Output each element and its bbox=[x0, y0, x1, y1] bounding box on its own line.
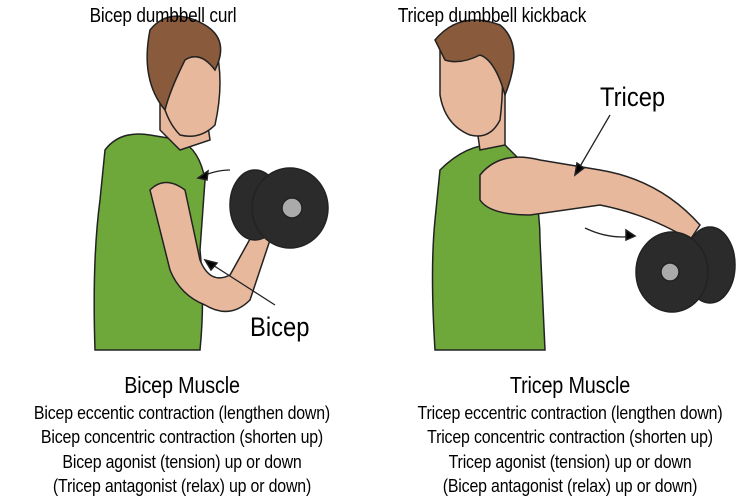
bicep-curl-figure bbox=[93, 15, 329, 351]
tricep-line: Tricep eccentric contraction (lengthen d… bbox=[417, 402, 723, 423]
bicep-heading: Bicep Muscle bbox=[124, 372, 240, 398]
illustration bbox=[93, 15, 736, 351]
tricep-line: (Bicep antagonist (relax) up or down) bbox=[442, 475, 698, 496]
right-title: Tricep dumbbell kickback bbox=[397, 5, 587, 27]
tricep-kickback-figure bbox=[431, 19, 736, 351]
bicep-line: Bicep concentric contraction (shorten up… bbox=[40, 426, 324, 447]
tricep-line: Tricep concentric contraction (shorten u… bbox=[427, 426, 713, 447]
bicep-label: Bicep bbox=[250, 312, 310, 342]
tricep-label: Tricep bbox=[600, 82, 666, 112]
left-title: Bicep dumbbell curl bbox=[89, 5, 237, 27]
bicep-line: Bicep eccentic contraction (lengthen dow… bbox=[33, 402, 331, 423]
bicep-line: Bicep agonist (tension) up or down bbox=[62, 451, 302, 472]
tricep-line: Tricep agonist (tension) up or down bbox=[448, 451, 692, 472]
tricep-heading: Tricep Muscle bbox=[509, 372, 631, 398]
bicep-line: (Tricep antagonist (relax) up or down) bbox=[52, 475, 312, 496]
